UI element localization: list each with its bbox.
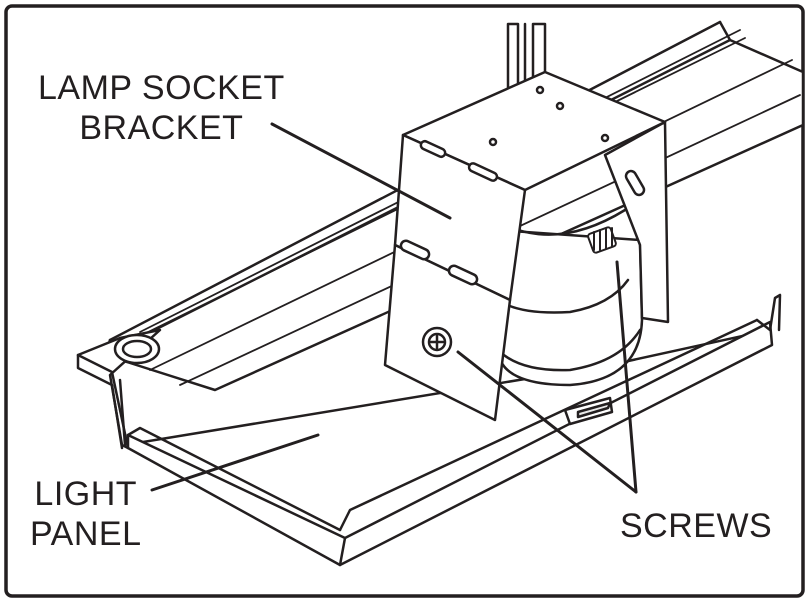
leader-bracket bbox=[270, 122, 452, 220]
mounting-hole bbox=[113, 333, 161, 365]
screws-label: SCREWS bbox=[620, 507, 773, 545]
light-panel-label: LIGHT PANEL bbox=[30, 474, 141, 554]
screw-side bbox=[587, 226, 617, 254]
leader-lines bbox=[150, 122, 638, 494]
lamp-socket-bracket-label: LAMP SOCKET BRACKET bbox=[38, 68, 285, 148]
lamp-socket-bracket-label-line-1: LAMP SOCKET bbox=[38, 69, 285, 107]
screw-front bbox=[421, 326, 453, 358]
figure-border bbox=[4, 4, 805, 598]
lamp-socket bbox=[496, 208, 644, 387]
lamp-socket-bracket-label-line-2: BRACKET bbox=[79, 109, 244, 147]
leader-screw-side bbox=[615, 260, 638, 494]
light-panel-label-line-1: LIGHT bbox=[34, 475, 138, 513]
leader-screw-front bbox=[456, 350, 638, 494]
leader-light-panel bbox=[150, 433, 320, 492]
light-panel bbox=[76, 293, 782, 567]
light-panel-label-line-2: PANEL bbox=[30, 515, 142, 553]
